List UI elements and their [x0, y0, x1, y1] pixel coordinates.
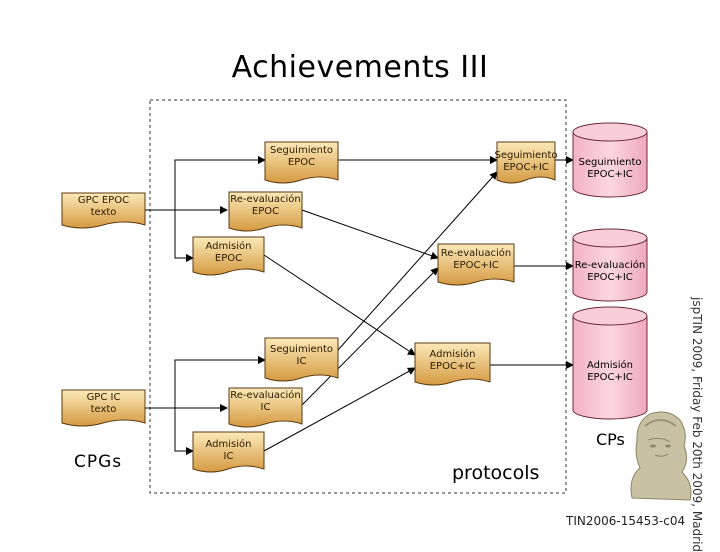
doc-seg-epoc-ic	[496, 141, 556, 184]
doc-adm-epoc-ic	[414, 342, 491, 386]
grant-code: TIN2006-15453-c04	[566, 514, 686, 528]
documents	[61, 141, 556, 473]
stone-bust-image	[630, 411, 692, 501]
doc-seg-ic	[264, 337, 339, 382]
doc-seg-epoc-label: Seguimiento EPOC	[269, 145, 333, 168]
cpgs-label: CPGs	[74, 452, 123, 472]
doc-adm-epoc-label: Admisión EPOC	[205, 241, 252, 264]
cylinders	[572, 122, 648, 420]
doc-reeval-epoc-ic-label: Re-evaluación EPOC+IC	[440, 248, 512, 271]
cylinder-seg-label: Seguimiento EPOC+IC	[578, 157, 642, 180]
cylinder-adm	[572, 306, 648, 420]
cylinder-reeval-label: Re-evaluación EPOC+IC	[574, 260, 646, 283]
doc-gpc-ic	[61, 389, 146, 427]
doc-adm-ic-label: Admisión IC	[205, 439, 252, 462]
arrow-adm-admic	[263, 254, 416, 356]
doc-reeval-epoc-ic	[437, 243, 515, 286]
cylinder-reeval	[572, 228, 648, 302]
doc-seg-epoc	[264, 141, 339, 184]
doc-reeval-epoc-label: Re-evaluación EPOC	[230, 194, 301, 217]
doc-reeval-ic	[228, 387, 303, 428]
arrow-reevalic-reevalic	[301, 267, 439, 406]
cps-label: CPs	[596, 430, 625, 449]
doc-gpc-epoc-label: GPC EPOC texto	[77, 195, 130, 218]
doc-reeval-epoc	[228, 191, 303, 232]
doc-seg-ic-label: Seguimiento IC	[269, 344, 333, 367]
slide-title: Achievements III	[231, 50, 489, 85]
cylinder-seg	[572, 122, 648, 198]
doc-adm-ic	[192, 431, 265, 473]
protocols-boundary	[149, 99, 567, 494]
arrow-reeval-reevalic	[301, 209, 439, 260]
protocols-label: protocols	[452, 462, 540, 484]
doc-seg-epoc-ic-label: Seguimiento EPOC+IC	[494, 150, 558, 173]
doc-reeval-ic-label: Re-evaluación IC	[230, 390, 301, 413]
cylinder-adm-label: Admisión EPOC+IC	[587, 360, 633, 383]
side-caption: jspTIN 2009, Friday Feb 20th 2009, Madri…	[690, 297, 704, 552]
doc-gpc-epoc	[61, 192, 146, 229]
arrow-gpcepoc-adm	[145, 209, 194, 262]
doc-gpc-ic-label: GPC IC texto	[86, 392, 121, 415]
doc-adm-epoc-ic-label: Admisión EPOC+IC	[429, 349, 476, 372]
diagram-canvas	[61, 99, 692, 501]
arrow-admic-admic	[263, 367, 416, 452]
arrow-gpcic-adm	[145, 407, 194, 455]
doc-adm-epoc	[192, 236, 265, 276]
arrow-segic-segepocic	[337, 171, 498, 351]
connectors	[145, 156, 574, 455]
